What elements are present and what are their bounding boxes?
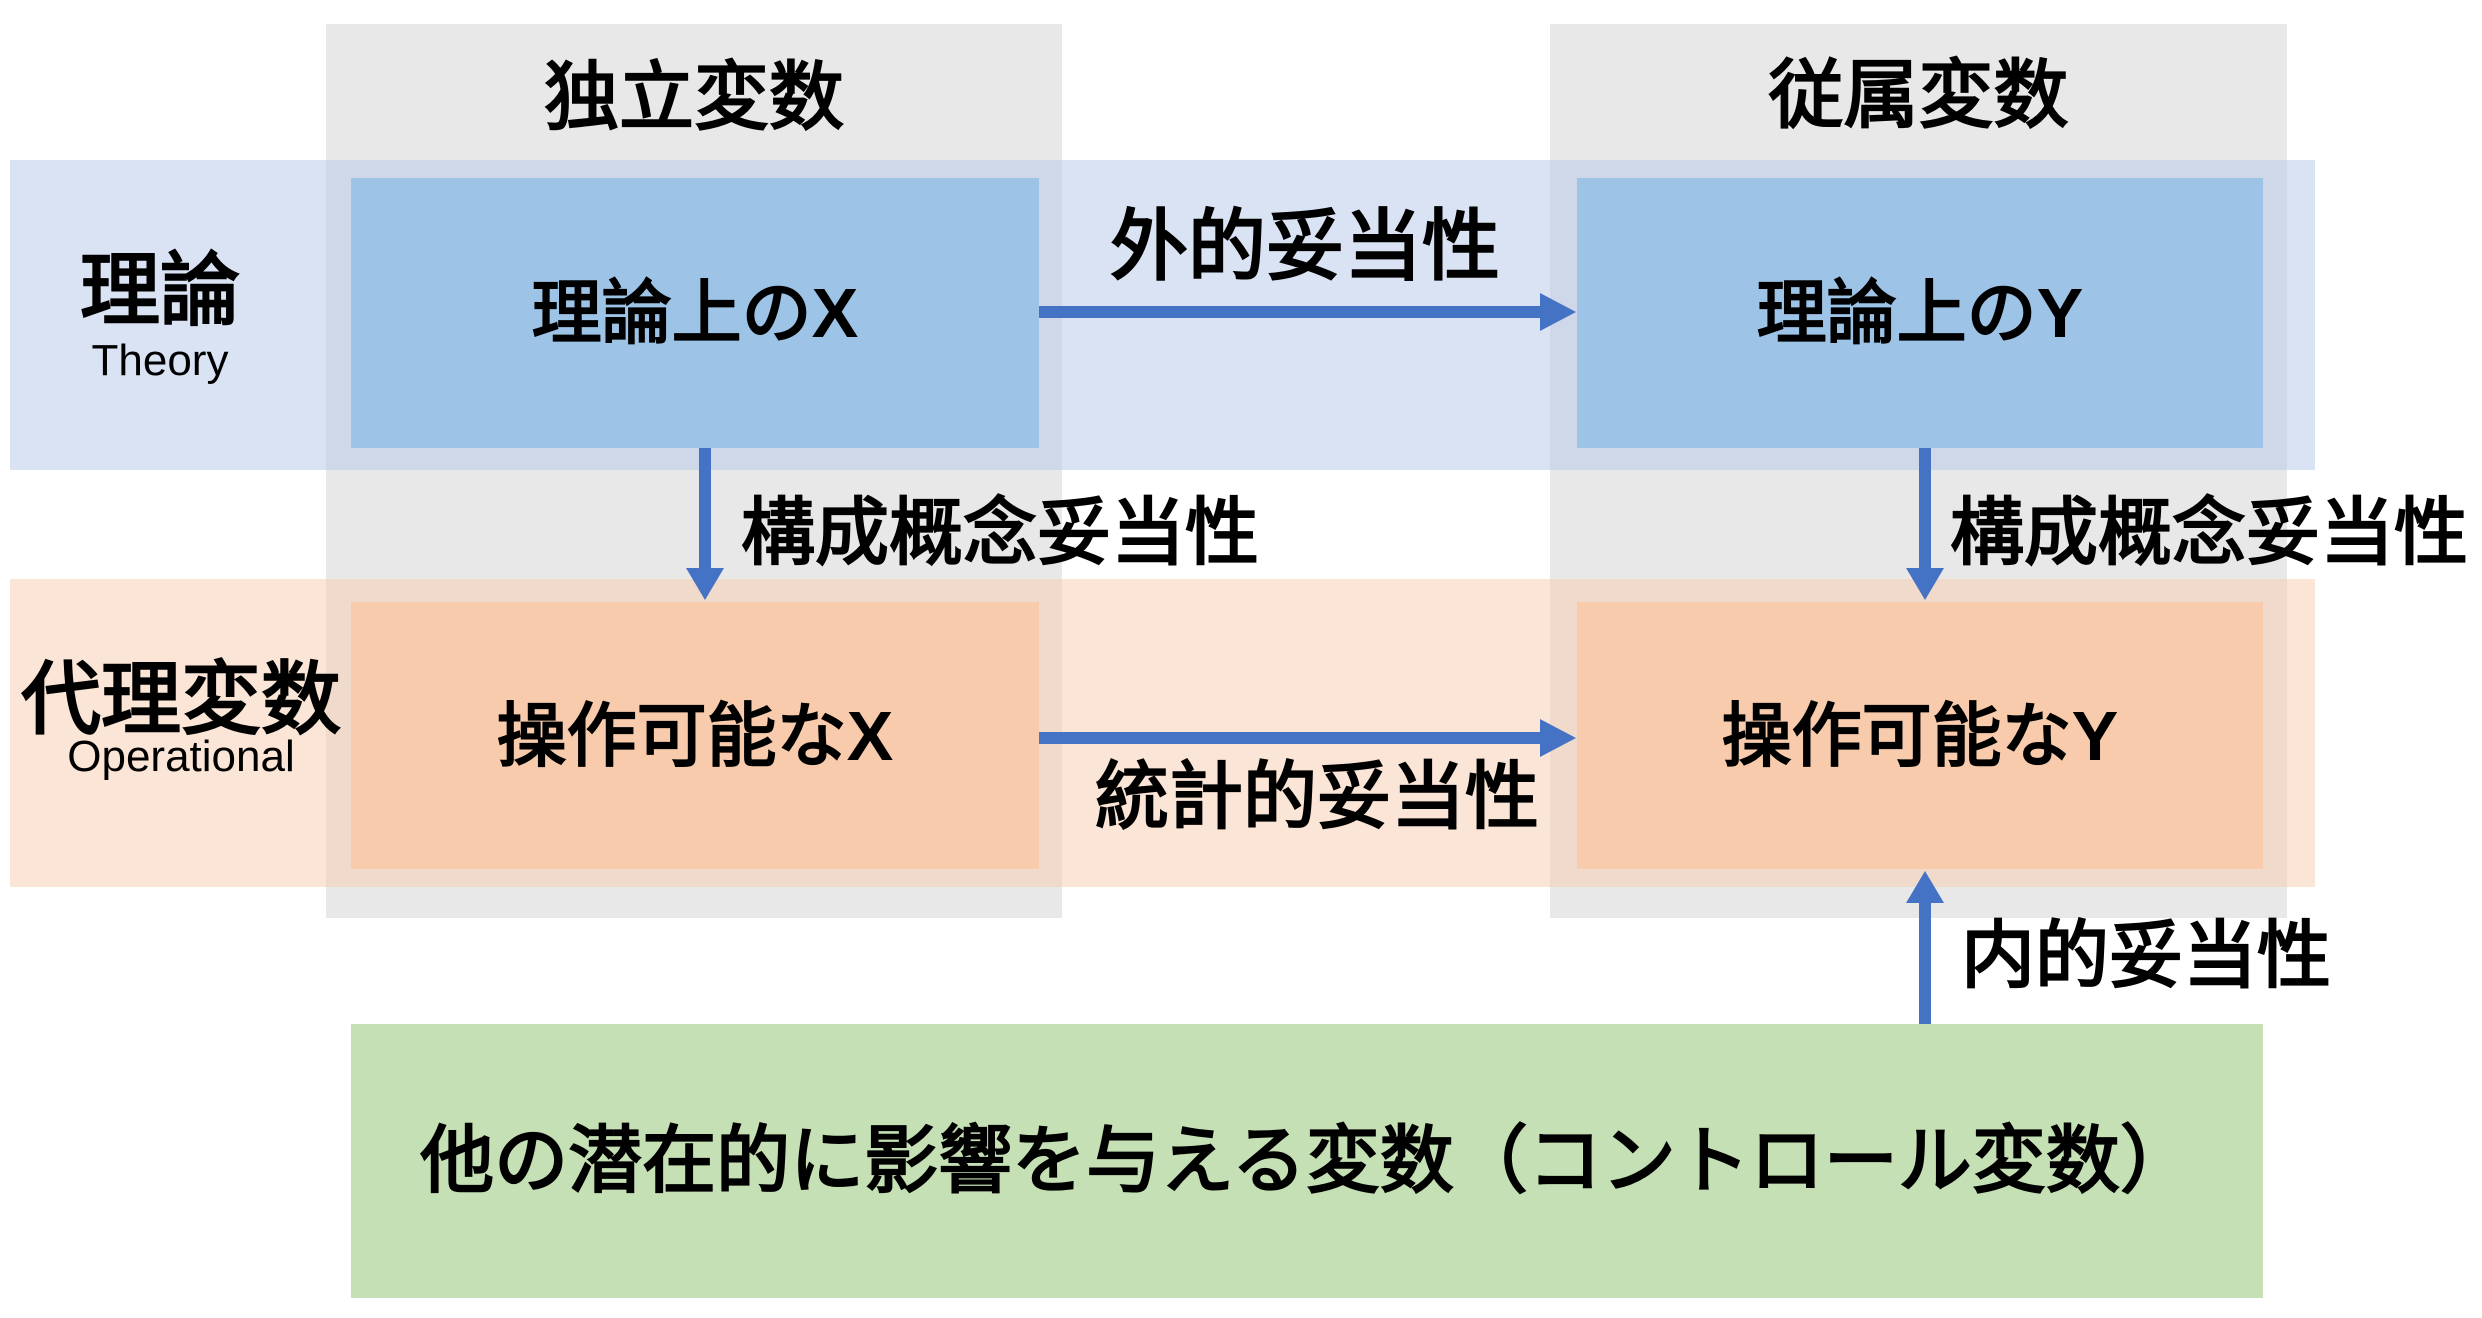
- arrow-statistical-validity-line: [1039, 732, 1542, 744]
- arrow-construct-validity-right-line: [1919, 448, 1931, 570]
- row-label-operational-en: Operational: [67, 732, 295, 781]
- arrow-statistical-validity-head-icon: [1540, 719, 1576, 757]
- column-header-dependent: 従属変数: [1768, 53, 2069, 137]
- row-label-operational-ja: 代理変数: [21, 655, 341, 744]
- box-operational-y-label: 操作可能なY: [1721, 696, 2119, 775]
- row-label-theory-ja: 理論: [80, 246, 240, 335]
- box-theoretical-x: 理論上のX: [351, 178, 1039, 448]
- row-label-theory-en: Theory: [91, 336, 229, 385]
- box-operational-x: 操作可能なX: [351, 602, 1039, 869]
- arrow-external-validity-head-icon: [1540, 293, 1576, 331]
- box-control-variables-label: 他の潜在的に影響を与える変数（コントロール変数）: [420, 1119, 2194, 1202]
- box-operational-x-label: 操作可能なX: [496, 696, 894, 775]
- arrow-construct-validity-right-head-icon: [1906, 568, 1944, 600]
- box-control-variables: 他の潜在的に影響を与える変数（コントロール変数）: [351, 1024, 2263, 1298]
- label-construct-validity-left: 構成概念妥当性: [741, 491, 1259, 574]
- arrow-internal-validity-head-icon: [1906, 871, 1944, 903]
- label-internal-validity: 内的妥当性: [1961, 914, 2331, 997]
- label-construct-validity-right: 構成概念妥当性: [1950, 491, 2468, 574]
- label-statistical-validity: 統計的妥当性: [1095, 755, 1539, 838]
- column-header-independent: 独立変数: [543, 55, 844, 139]
- label-external-validity: 外的妥当性: [1109, 202, 1501, 290]
- box-operational-y: 操作可能なY: [1577, 602, 2263, 869]
- box-theoretical-x-label: 理論上のX: [531, 274, 859, 352]
- box-theoretical-y-label: 理論上のY: [1756, 274, 2084, 352]
- arrow-internal-validity-line: [1919, 901, 1931, 1024]
- arrow-construct-validity-left-line: [699, 448, 711, 570]
- arrow-construct-validity-left-head-icon: [686, 568, 724, 600]
- box-theoretical-y: 理論上のY: [1577, 178, 2263, 448]
- arrow-external-validity-line: [1039, 306, 1542, 318]
